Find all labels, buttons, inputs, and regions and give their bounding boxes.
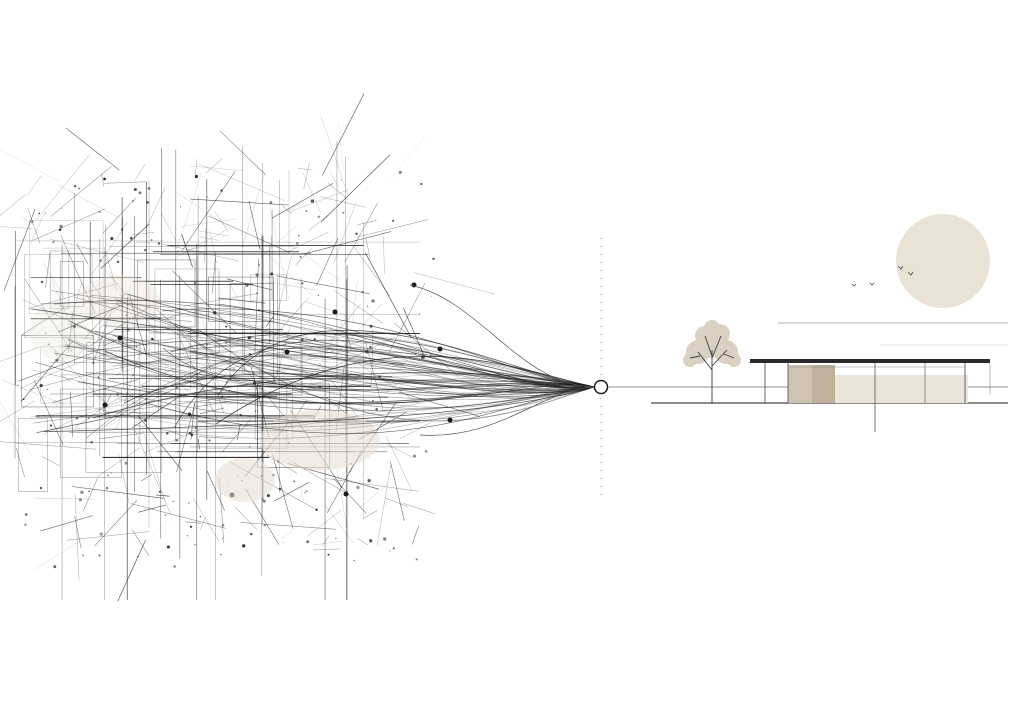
converging-flow-lines: [20, 284, 595, 439]
tree-icon: [683, 320, 741, 403]
sand-washes: [30, 275, 380, 502]
convergence-node-icon: [593, 379, 609, 395]
sun-disc: [896, 214, 990, 308]
flat-roof-pavilion: [750, 359, 991, 432]
bird-icon: [851, 265, 914, 287]
